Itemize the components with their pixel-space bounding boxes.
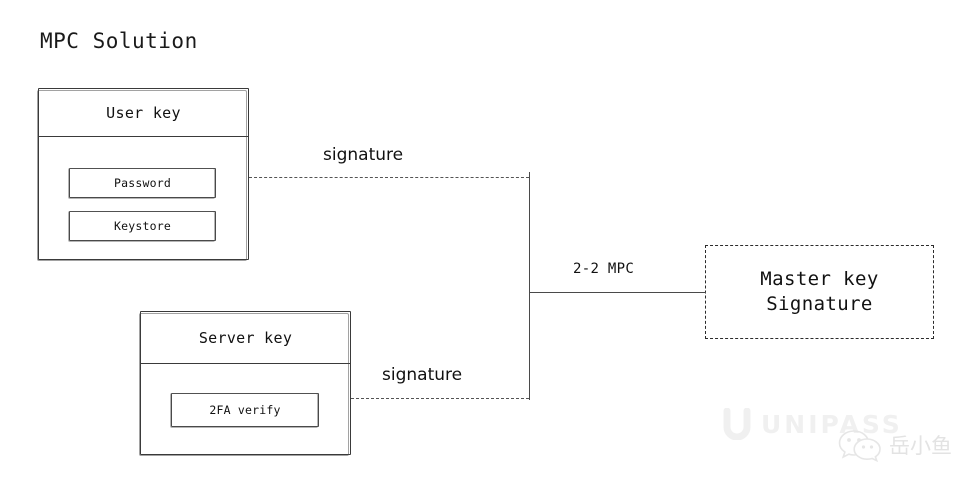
node-master-key: Master key Signature	[705, 245, 934, 339]
node-server-key: Server key 2FA verify	[139, 311, 351, 456]
wechat-watermark: 岳小鱼	[838, 428, 952, 462]
unipass-watermark-text: UNIPASS	[761, 409, 903, 439]
connector-label-user-signature: signature	[323, 145, 404, 165]
item-label-2fa-verify: 2FA verify	[209, 403, 281, 417]
node-server-key-item-2fa-verify: 2FA verify	[170, 393, 319, 428]
connector-label-mpc: 2-2 MPC	[573, 261, 635, 277]
item-label-keystore: Keystore	[114, 219, 171, 233]
node-master-key-line1: Master key	[760, 267, 879, 290]
node-server-key-header: Server key	[141, 312, 350, 364]
node-user-key: User key Password Keystore	[37, 88, 249, 261]
node-user-key-item-password: Password	[68, 168, 216, 199]
connector-server-to-junction	[351, 398, 529, 399]
item-label-password: Password	[114, 176, 171, 190]
node-user-key-header: User key	[39, 89, 248, 137]
wechat-watermark-name: 岳小鱼	[889, 434, 952, 458]
connector-junction-bus	[529, 172, 530, 400]
connector-junction-to-master	[529, 292, 706, 293]
node-user-key-header-label: User key	[106, 103, 181, 122]
node-server-key-header-label: Server key	[198, 328, 293, 347]
node-master-key-line2: Signature	[766, 293, 873, 315]
page-title: MPC Solution	[40, 29, 198, 53]
unipass-watermark: UNIPASS	[722, 408, 903, 440]
node-user-key-item-keystore: Keystore	[68, 211, 216, 242]
connector-user-to-junction	[249, 177, 529, 178]
unipass-logo-icon	[723, 408, 751, 440]
wechat-icon	[838, 430, 881, 462]
connector-label-server-signature: signature	[382, 365, 463, 385]
